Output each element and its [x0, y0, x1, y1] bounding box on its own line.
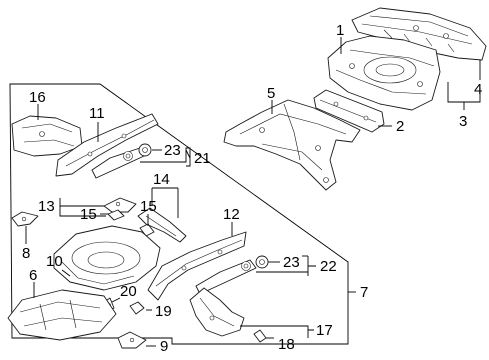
- callout-4: 4: [474, 81, 482, 98]
- callout-18: 18: [278, 336, 295, 353]
- callout-8: 8: [22, 245, 30, 262]
- part-bracket-16: [11, 115, 83, 157]
- part-grommet-23-upper: [138, 143, 152, 157]
- callout-15-right: 15: [140, 198, 157, 215]
- part-rail-11: [55, 113, 159, 177]
- part-rear-floor-pan: [327, 35, 441, 111]
- subassembly-outline: [9, 83, 349, 345]
- callout-2: 2: [396, 118, 404, 135]
- callout-6: 6: [29, 267, 37, 284]
- callout-7: 7: [360, 284, 368, 301]
- leader-lines: [25, 37, 481, 347]
- part-grommet-23-lower: [255, 255, 269, 269]
- callout-23-upper: 23: [164, 142, 181, 159]
- callout-3: 3: [459, 113, 467, 130]
- callout-16: 16: [29, 89, 46, 106]
- callout-9: 9: [160, 338, 168, 355]
- callout-17: 17: [316, 322, 333, 339]
- part-bracket-17: [189, 287, 245, 337]
- callout-20: 20: [120, 283, 137, 300]
- callout-10: 10: [46, 253, 63, 270]
- callout-22: 22: [320, 258, 337, 275]
- part-bracket-13: [103, 197, 137, 213]
- part-clip-19: [129, 301, 145, 315]
- callout-5: 5: [267, 85, 275, 102]
- callout-13: 13: [38, 198, 55, 215]
- part-spare-wheel-tub: [53, 225, 161, 291]
- callout-23-lower: 23: [283, 254, 300, 271]
- callout-21: 21: [194, 150, 211, 167]
- callout-15-left: 15: [80, 206, 97, 223]
- callout-11: 11: [89, 105, 105, 122]
- callout-12: 12: [223, 206, 240, 223]
- part-rail-12: [147, 231, 247, 301]
- callout-19: 19: [155, 303, 172, 320]
- part-rear-frame: [223, 99, 361, 191]
- part-plate-9: [117, 331, 147, 349]
- part-bracket-8: [11, 211, 39, 227]
- part-rear-panel: [351, 7, 487, 61]
- part-cross-member: [313, 89, 385, 133]
- part-clip-18: [253, 329, 267, 343]
- part-clip-15-left: [107, 209, 125, 221]
- callout-labels: 1 2 3 4 5 6 7 8 9 10 11 12 13 14 15 15 1…: [22, 22, 482, 355]
- part-floor-section-6: [7, 289, 117, 341]
- callout-14: 14: [153, 171, 170, 188]
- callout-1: 1: [336, 22, 344, 39]
